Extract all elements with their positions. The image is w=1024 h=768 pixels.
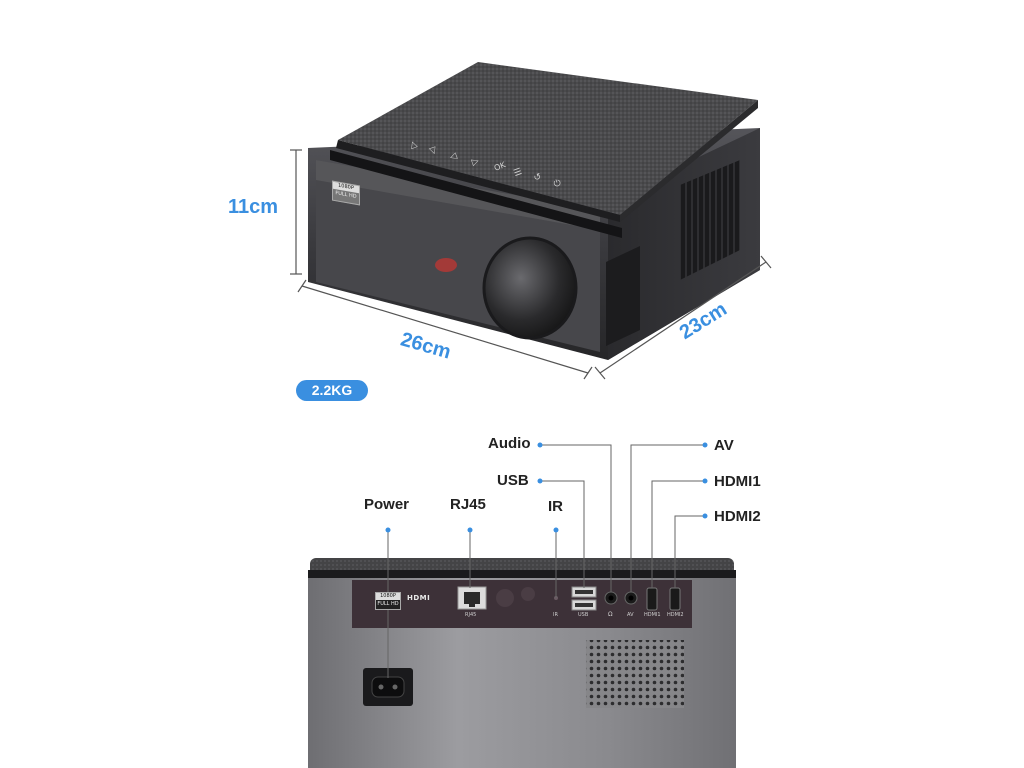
rj45-label: RJ45 <box>450 496 486 513</box>
up-icon[interactable]: △ <box>408 139 419 151</box>
rear-fullhd-badge: 1080P FULL HD <box>375 592 401 610</box>
usb-leader <box>540 480 585 588</box>
width-dimension-line <box>301 285 589 374</box>
hdmi2-port <box>669 587 681 611</box>
audio-label: Audio <box>488 435 531 452</box>
speaker-grille <box>586 640 684 708</box>
top-controls: △ ▽ ◁ ▷ OK ☰ ↺ ⏻ <box>400 139 580 190</box>
power-label: Power <box>364 496 410 513</box>
hdmi2-caption: HDMI2 <box>667 612 684 618</box>
hdmi2-label: HDMI2 <box>714 508 761 525</box>
ir-caption: IR <box>553 612 558 618</box>
ir-label: IR <box>548 498 563 515</box>
hdmi1-leader <box>651 480 705 588</box>
right-icon[interactable]: ▷ <box>470 156 481 168</box>
hdmi1-label: HDMI1 <box>714 473 761 490</box>
fabric-top <box>338 62 758 215</box>
menu-icon[interactable]: ☰ <box>512 166 524 180</box>
ok-icon[interactable]: OK <box>492 160 507 173</box>
usb-caption: USB <box>578 612 589 618</box>
port-panel <box>352 580 692 628</box>
hdmi1-caption: HDMI1 <box>644 612 661 618</box>
usb-label: USB <box>497 472 529 489</box>
side-vent <box>680 160 740 280</box>
lens <box>484 238 576 338</box>
headphone-icon: Ω <box>608 611 613 618</box>
height-label: 11cm <box>228 196 279 218</box>
hdmi2-leader <box>674 515 705 588</box>
depth-dimension-line <box>599 261 767 374</box>
audio-leader <box>540 444 612 592</box>
rj45-caption: RJ45 <box>465 612 477 618</box>
ir-window <box>435 258 457 272</box>
down-icon[interactable]: ▽ <box>428 145 439 157</box>
av-leader <box>630 444 705 592</box>
av-label: AV <box>714 437 734 454</box>
projector-top-view <box>290 62 772 380</box>
weight-badge: 2.2KG <box>296 380 368 401</box>
hdmi1-port <box>646 587 658 611</box>
return-icon[interactable]: ↺ <box>532 172 544 184</box>
left-icon[interactable]: ◁ <box>448 151 459 163</box>
hdmi-logo: HDMI <box>407 594 431 602</box>
av-caption: AV <box>627 612 634 618</box>
power-icon[interactable]: ⏻ <box>552 178 563 190</box>
